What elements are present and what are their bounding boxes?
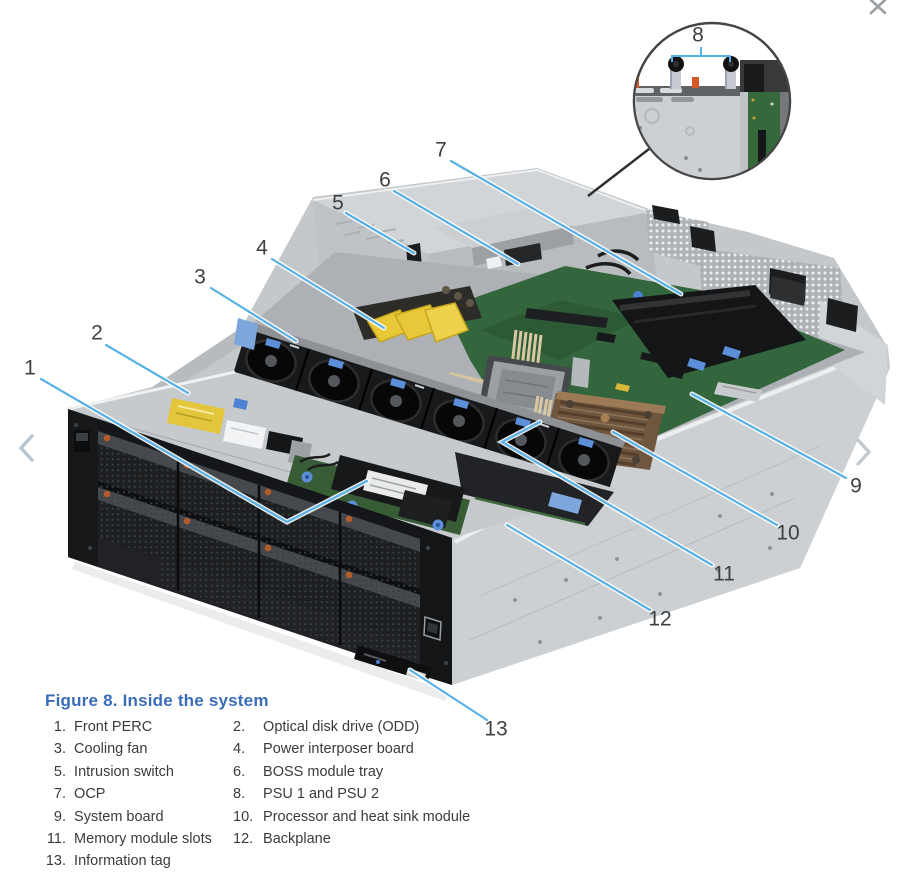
callout-line-9 [690,392,848,480]
legend-item-number: 13. [45,853,66,870]
legend-item-label: OCP [66,786,106,803]
callout-line-12 [505,523,652,612]
cooling-fan-row [233,318,626,493]
callout-label-10: 10 [776,521,800,545]
prev-image-button[interactable] [14,430,40,466]
inset-detail [587,21,792,197]
legend-item-number: 1. [53,719,66,735]
close-button[interactable] [866,0,890,20]
figure-caption: Figure 8. Inside the system [45,691,269,710]
legend-item-number: 8. [233,786,246,803]
legend-item-label: Processor and heat sink module [255,808,471,825]
callout-line-10 [611,430,779,527]
legend-item-number: 11. [46,830,66,847]
callout-label-6: 6 [379,168,391,192]
legend-item-number: 4. [233,741,246,758]
inset-bracket [671,47,731,62]
callout-line-3 [209,286,298,343]
backplane [455,452,614,526]
legend-item: 1. Front PERC [45,716,233,738]
legend-item-label: Power interposer board [255,741,414,758]
legend-item-number: 9. [53,808,66,825]
legend-item: 6. BOSS module tray [233,761,865,783]
callout-label-11: 11 [713,562,735,586]
legend-item-number: 7. [53,786,66,803]
legend-item-number: 12. [233,830,254,847]
legend-item-number: 5. [53,763,66,780]
callout-line-2 [104,343,190,395]
ground-shadow [72,562,450,701]
right-rack-ear [420,527,452,685]
legend-item: 11. Memory module slots [45,828,233,850]
legend-item: 4. Power interposer board [233,738,865,760]
callout-lines [38,158,849,723]
callout-label-5: 5 [332,191,344,215]
chevron-right-icon [856,438,871,466]
callout-line-13 [408,668,489,722]
callout-line-1 [39,377,369,524]
callout-label-1: 1 [24,356,36,380]
fan-cage-lever [234,318,258,350]
inset-pointer-line [587,148,650,197]
callout-label-9: 9 [850,474,862,498]
callout-line-7 [449,159,683,296]
legend-row: 13. Information tag [45,850,865,872]
callout-line-6 [392,189,520,266]
legend-item-label: Backplane [255,830,331,847]
callout-line-4 [270,257,386,330]
legend-item-number: 6. [233,763,246,780]
legend-item-number: 10. [233,808,254,825]
legend-item-label: Optical disk drive (ODD) [255,719,420,735]
front-drive-panel [68,409,452,685]
legend-item-label: Information tag [66,853,171,870]
legend-item: 2. Optical disk drive (ODD) [233,716,865,738]
legend-item-label: BOSS module tray [255,763,384,780]
legend-item: 7. OCP [45,783,233,805]
legend-item: 5. Intrusion switch [45,761,233,783]
callout-label-2: 2 [91,321,103,345]
legend-item-number: 3. [53,741,66,758]
legend-item-label: PSU 1 and PSU 2 [255,786,380,803]
legend-item: 3. Cooling fan [45,738,233,760]
close-icon [869,0,887,15]
fan-release-clips [265,338,594,448]
callout-label-7: 7 [435,138,447,162]
callout-label-12: 12 [648,607,672,631]
legend-item-label: Memory module slots [66,830,212,847]
legend-item-number: 2. [233,719,246,735]
callout-label-13: 13 [484,717,508,741]
air-shroud [612,285,806,378]
fan-openings [245,339,610,482]
legend-item: 8. PSU 1 and PSU 2 [233,783,865,805]
legend-item-label: Intrusion switch [66,763,174,780]
legend-item: 9. System board [45,806,233,828]
legend-item-label: System board [66,808,164,825]
legend-item: 10. Processor and heat sink module [233,806,865,828]
callout-label-3: 3 [194,265,206,289]
legend-item-label: Cooling fan [66,741,148,758]
callout-label-8: 8 [692,23,704,47]
next-image-button[interactable] [850,434,876,470]
legend-item: 12. Backplane [233,828,865,850]
callout-label-4: 4 [256,236,268,260]
callout-line-5 [344,211,416,255]
legend-item: 13. Information tag [45,850,233,872]
chevron-left-icon [19,434,34,462]
callout-line-11 [499,420,714,567]
legend-item-label: Front PERC [66,719,153,735]
